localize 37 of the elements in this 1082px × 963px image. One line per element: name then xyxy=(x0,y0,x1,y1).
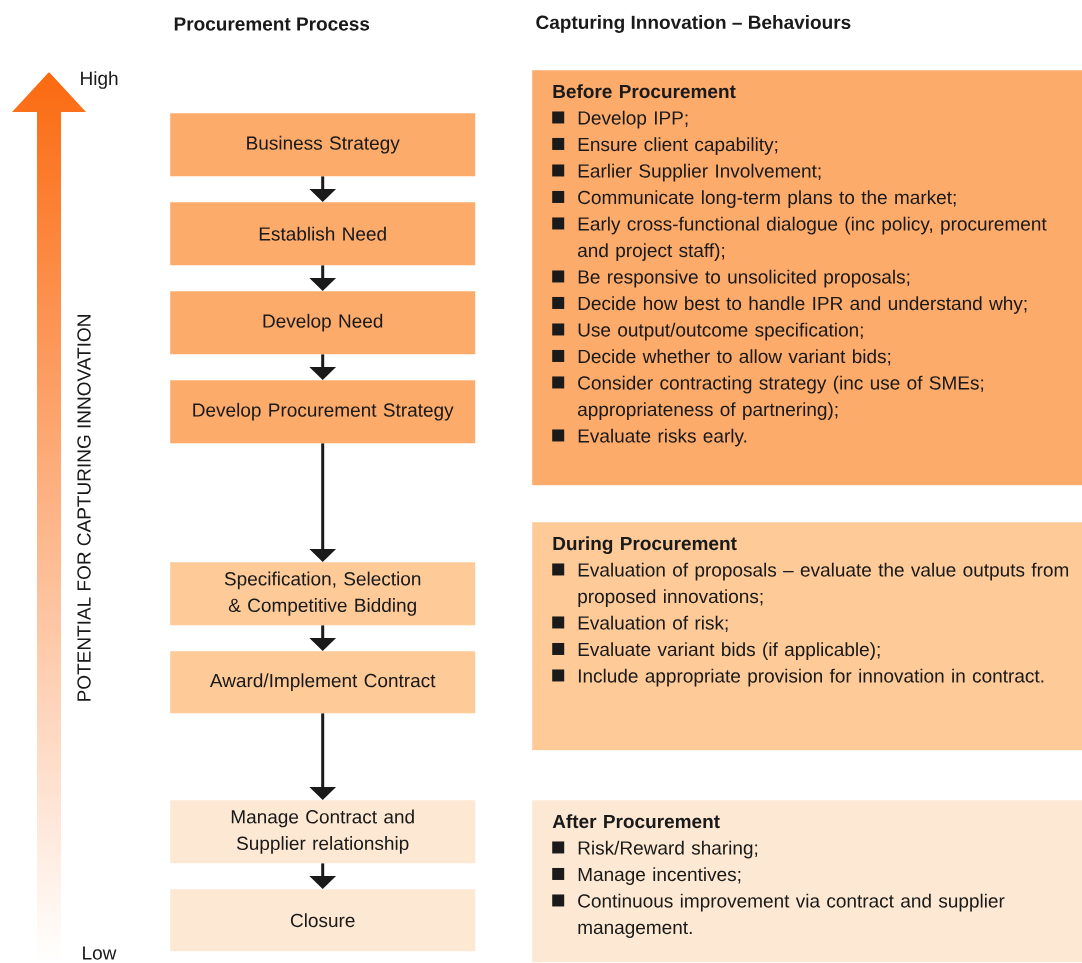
bullet-item: Evaluation of risk; xyxy=(552,615,728,632)
panel-heading: Before Procurement xyxy=(553,84,736,99)
process-box: Establish Need xyxy=(170,202,476,266)
behaviour-panel xyxy=(532,522,1082,751)
bullet-item: Manage incentives; xyxy=(552,867,741,885)
behaviour-panel xyxy=(532,800,1082,963)
process-box: Manage Contract and Supplier relationship xyxy=(170,800,476,864)
bullet-item: Evaluate variant bids (if applicable); xyxy=(552,642,880,660)
process-box: Closure xyxy=(170,889,476,952)
bullet-item: Use output/outcome specification; xyxy=(552,322,863,341)
process-box: Develop Procurement Strategy xyxy=(170,380,476,444)
panel-heading: After Procurement xyxy=(552,814,720,829)
column-heading: Capturing Innovation – Behaviours xyxy=(536,15,851,33)
bullet-item: Decide how best to handle IPR and understand why; xyxy=(552,296,1027,314)
process-box: Award/Implement Contract xyxy=(170,651,476,714)
bullet-item: Be responsive to unsolicited proposals; xyxy=(552,269,910,288)
bullet-item: Earlier Supplier Involvement; xyxy=(552,163,821,182)
axis-label: POTENTIAL FOR CAPTURING INNOVATION xyxy=(77,315,91,701)
bullet-item: Decide whether to allow variant bids; xyxy=(552,349,891,366)
axis-end-label: Low xyxy=(83,946,117,960)
process-box: Business Strategy xyxy=(170,113,476,177)
bullet-item: Ensure client capability; xyxy=(552,137,778,155)
process-box: Specification, Selection & Competitive Bidding xyxy=(170,562,476,626)
bullet-item: Early cross-functional dialogue (inc policy, procurement and project staff); xyxy=(552,216,1047,261)
bullet-item: Consider contracting strategy (inc use of SMEs; appropriateness of partnering); xyxy=(552,375,984,420)
bullet-item: Evaluate risks early. xyxy=(552,428,747,447)
bullet-item: Communicate long-term plans to the market; xyxy=(552,190,956,208)
panel-heading: During Procurement xyxy=(553,536,737,554)
bullet-item: Risk/Reward sharing; xyxy=(552,840,758,859)
behaviour-panel xyxy=(532,70,1082,486)
column-heading: Procurement Process xyxy=(174,17,370,31)
bullet-item: Develop IPP; xyxy=(552,110,688,129)
bullet-item: Include appropriate provision for innovation in contract. xyxy=(552,668,1044,687)
axis-end-label: High xyxy=(81,71,118,89)
process-box: Develop Need xyxy=(170,291,476,355)
bullet-item: Evaluation of proposals – evaluate the value outputs from proposed innovations; xyxy=(552,562,1069,607)
bullet-item: Continuous improvement via contract and supplier management. xyxy=(552,893,1005,938)
